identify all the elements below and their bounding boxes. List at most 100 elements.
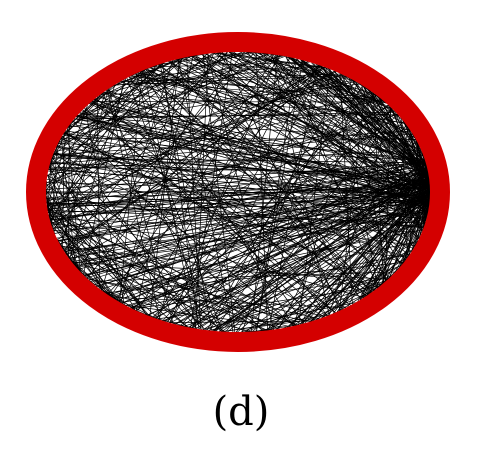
graph-edge [65, 184, 430, 255]
graph-edge [246, 51, 420, 239]
graph-edge [49, 216, 265, 331]
graph-edge [48, 104, 88, 217]
graph-edge [146, 68, 372, 293]
graph-edge [48, 124, 71, 169]
graph-edge [134, 73, 427, 164]
graph-edge [46, 181, 49, 212]
graph-edge [222, 52, 341, 311]
graph-edge [215, 172, 429, 332]
graph-edge [69, 259, 110, 297]
graph-edge [51, 157, 198, 330]
graph-edge [101, 60, 173, 291]
graph-edge [45, 57, 184, 191]
graph-edge [48, 168, 206, 331]
graph-edge [120, 73, 342, 82]
graph-edge [340, 73, 429, 173]
graph-edge [50, 162, 430, 198]
graph-edge [83, 79, 125, 276]
graph-edge [84, 107, 328, 317]
graph-edge [53, 154, 430, 201]
graph-edge [47, 211, 122, 304]
graph-edge [401, 240, 419, 266]
graph-edge [47, 161, 426, 211]
graph-edge [46, 178, 424, 229]
graph-edge [61, 135, 202, 330]
graph-edge [221, 192, 431, 332]
graph-edge [48, 213, 298, 326]
graph-edge [164, 201, 430, 322]
graph-edge [46, 205, 106, 293]
graph-edge [58, 181, 430, 242]
graph-edge [95, 184, 430, 287]
node-ring [26, 32, 450, 352]
graph-edge [320, 263, 403, 319]
graph-edge [353, 80, 427, 166]
graph-edge [110, 56, 187, 88]
graph-edge [46, 74, 343, 186]
graph-edge [149, 67, 427, 165]
graph-edge [195, 55, 344, 310]
graph-edge [91, 100, 336, 313]
graph-edge [60, 137, 416, 140]
graph-edge [186, 57, 202, 330]
graph-edge [363, 85, 423, 232]
graph-edge [309, 206, 430, 323]
graph-edge [45, 70, 143, 188]
graph-edge [45, 162, 426, 190]
graph-edge [105, 229, 424, 295]
graph-edge [77, 51, 245, 270]
graph-edge [93, 99, 430, 197]
graph-edge [272, 54, 402, 266]
graph-edge [58, 52, 216, 144]
graph-edge [51, 95, 378, 160]
graph-edge [82, 109, 336, 314]
graph-edge [177, 58, 234, 333]
graph-edge [313, 63, 430, 207]
graph-edge [49, 138, 61, 166]
graph-edge [70, 93, 376, 262]
graph-edge [400, 207, 430, 267]
graph-edge [243, 51, 427, 166]
graph-edge [47, 99, 383, 176]
graph-edge [86, 278, 311, 322]
graph-edge [46, 75, 347, 203]
graph-edge [310, 199, 430, 322]
graph-edge [86, 176, 429, 279]
graph-edge [131, 277, 390, 309]
graph-edge [146, 68, 430, 208]
graph-edge [116, 52, 215, 301]
graph-edge [141, 70, 294, 327]
graph-edge [402, 119, 417, 141]
graph-edge [292, 57, 428, 216]
graph-edge [104, 262, 405, 294]
graph-edge [205, 258, 407, 331]
graph-edge [52, 171, 429, 229]
graph-edge [388, 185, 431, 279]
graph-edge [46, 201, 117, 301]
graph-edge [255, 52, 274, 55]
graph-edge [63, 52, 223, 252]
graph-edge [120, 241, 418, 304]
graph-edge [47, 175, 148, 316]
graph-edge [126, 77, 223, 332]
graph-edge [253, 324, 300, 332]
graph-edge [55, 147, 430, 187]
graph-edge [301, 187, 431, 325]
graph-edge [175, 192, 431, 325]
graph-edge [382, 264, 402, 285]
graph-edge [195, 53, 209, 329]
graph-edge [361, 84, 411, 255]
graph-edge [102, 92, 399, 116]
graph-edge [56, 191, 431, 239]
graph-edge [372, 92, 384, 284]
graph-edge [53, 153, 430, 182]
graph-edge [106, 65, 321, 295]
graph-edge [67, 79, 354, 128]
graph-edge [59, 85, 114, 141]
graph-edge [214, 159, 426, 332]
graph-edge [216, 52, 406, 261]
graph-edge [63, 69, 145, 135]
graph-edge [225, 124, 407, 332]
graph-edge [49, 63, 161, 222]
graph-edge [64, 131, 295, 327]
